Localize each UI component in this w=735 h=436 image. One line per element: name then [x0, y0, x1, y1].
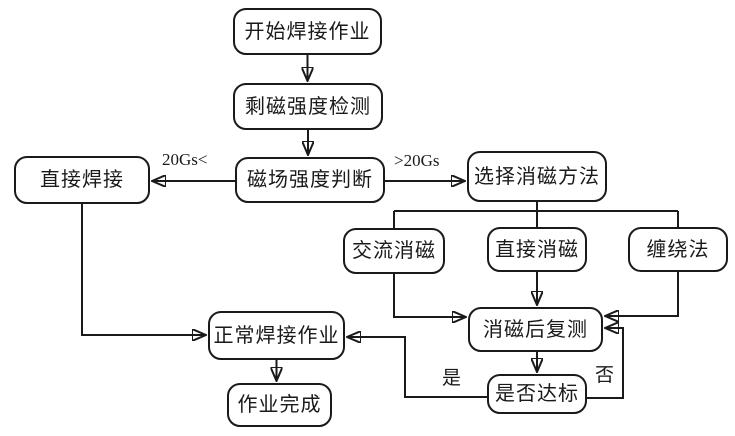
node-direct-demagnetization: 直接消磁: [487, 227, 587, 272]
node-residual-magnetism-detection: 剩磁强度检测: [233, 83, 383, 130]
edge-label-below-20gs: 20Gs<: [162, 150, 208, 169]
node-ac-demagnetization: 交流消磁: [343, 228, 445, 274]
node-winding-method: 缠绕法: [628, 227, 728, 272]
node-work-complete: 作业完成: [227, 383, 332, 427]
node-normal-welding: 正常焊接作业: [208, 311, 345, 360]
edge-label-yes: 是: [442, 368, 462, 389]
node-pass-check: 是否达标: [487, 374, 587, 414]
node-field-strength-judgment: 磁场强度判断: [235, 157, 385, 203]
edge-label-above-20gs: >20Gs: [394, 151, 440, 170]
node-choose-demagnetization-method: 选择消磁方法: [467, 151, 607, 202]
edge-label-no: 否: [595, 365, 615, 386]
node-direct-welding: 直接焊接: [14, 156, 150, 204]
node-retest-after-demagnetization: 消磁后复测: [468, 307, 603, 352]
node-start-welding: 开始焊接作业: [233, 8, 382, 55]
